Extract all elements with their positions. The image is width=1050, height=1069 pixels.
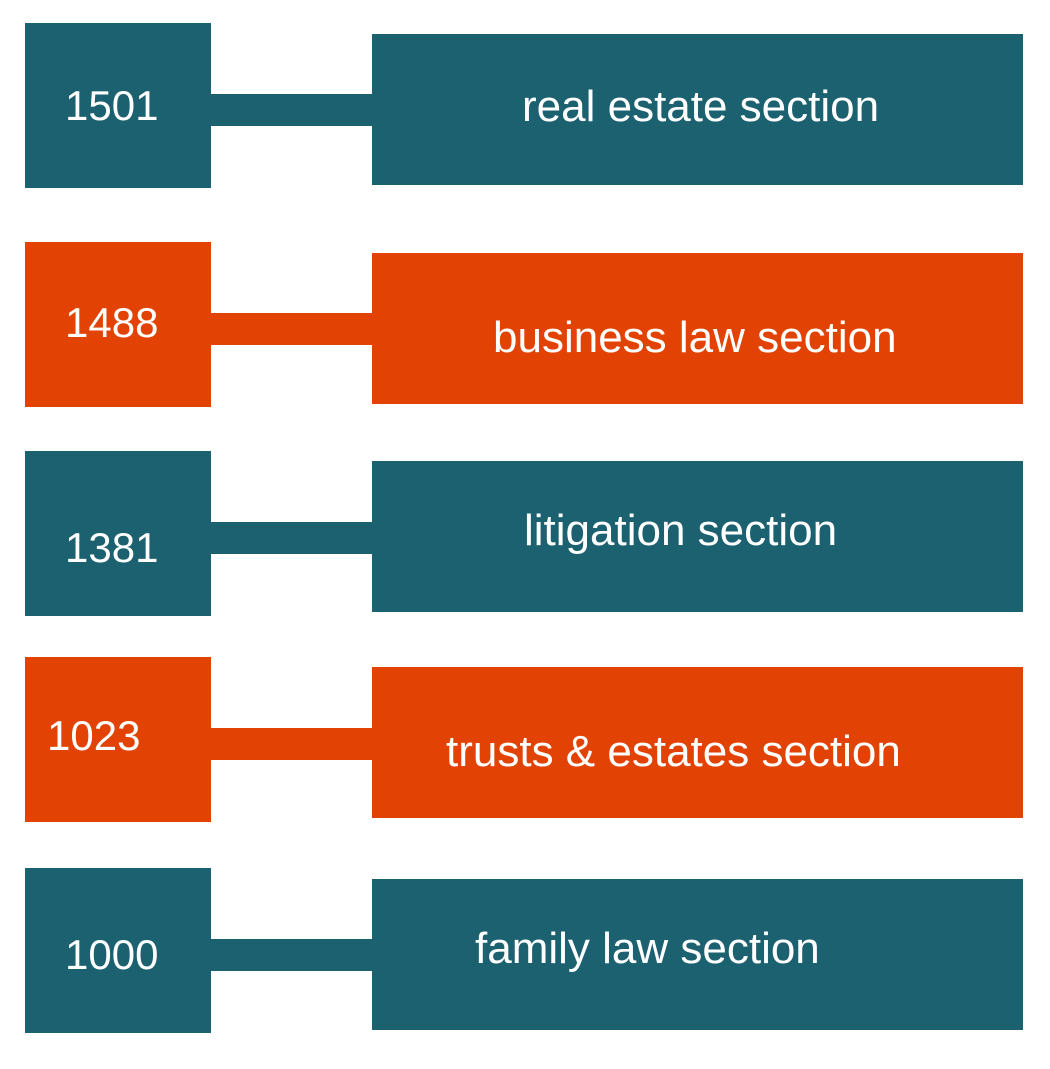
section-count: 1381 [65,523,159,571]
section-label: trusts & estates section [446,726,901,776]
section-count-box: 1381 [25,451,211,616]
section-label-box: family law section [372,879,1023,1030]
section-label-box: trusts & estates section [372,667,1023,818]
connector-bar [211,94,373,126]
section-count-box: 1501 [25,23,211,188]
connector-bar [211,728,373,760]
connector-bar [211,939,373,971]
section-label-box: business law section [372,253,1023,404]
section-row-business-law: 1488 business law section [0,242,1050,412]
section-row-trusts-estates: 1023 trusts & estates section [0,657,1050,827]
section-count-box: 1000 [25,868,211,1033]
connector-bar [211,313,373,345]
connector-bar [211,522,373,554]
section-count: 1000 [65,930,159,978]
section-label-box: litigation section [372,461,1023,612]
section-count: 1488 [65,298,159,346]
section-count: 1023 [47,711,141,759]
section-label-box: real estate section [372,34,1023,185]
section-row-litigation: 1381 litigation section [0,451,1050,621]
section-label: litigation section [524,505,838,555]
section-row-real-estate: 1501 real estate section [0,23,1050,193]
section-label: real estate section [522,81,880,131]
section-count-box: 1488 [25,242,211,407]
section-row-family-law: 1000 family law section [0,868,1050,1038]
section-label: business law section [493,312,897,362]
section-label: family law section [475,923,820,973]
section-count: 1501 [65,81,159,129]
section-count-box: 1023 [25,657,211,822]
